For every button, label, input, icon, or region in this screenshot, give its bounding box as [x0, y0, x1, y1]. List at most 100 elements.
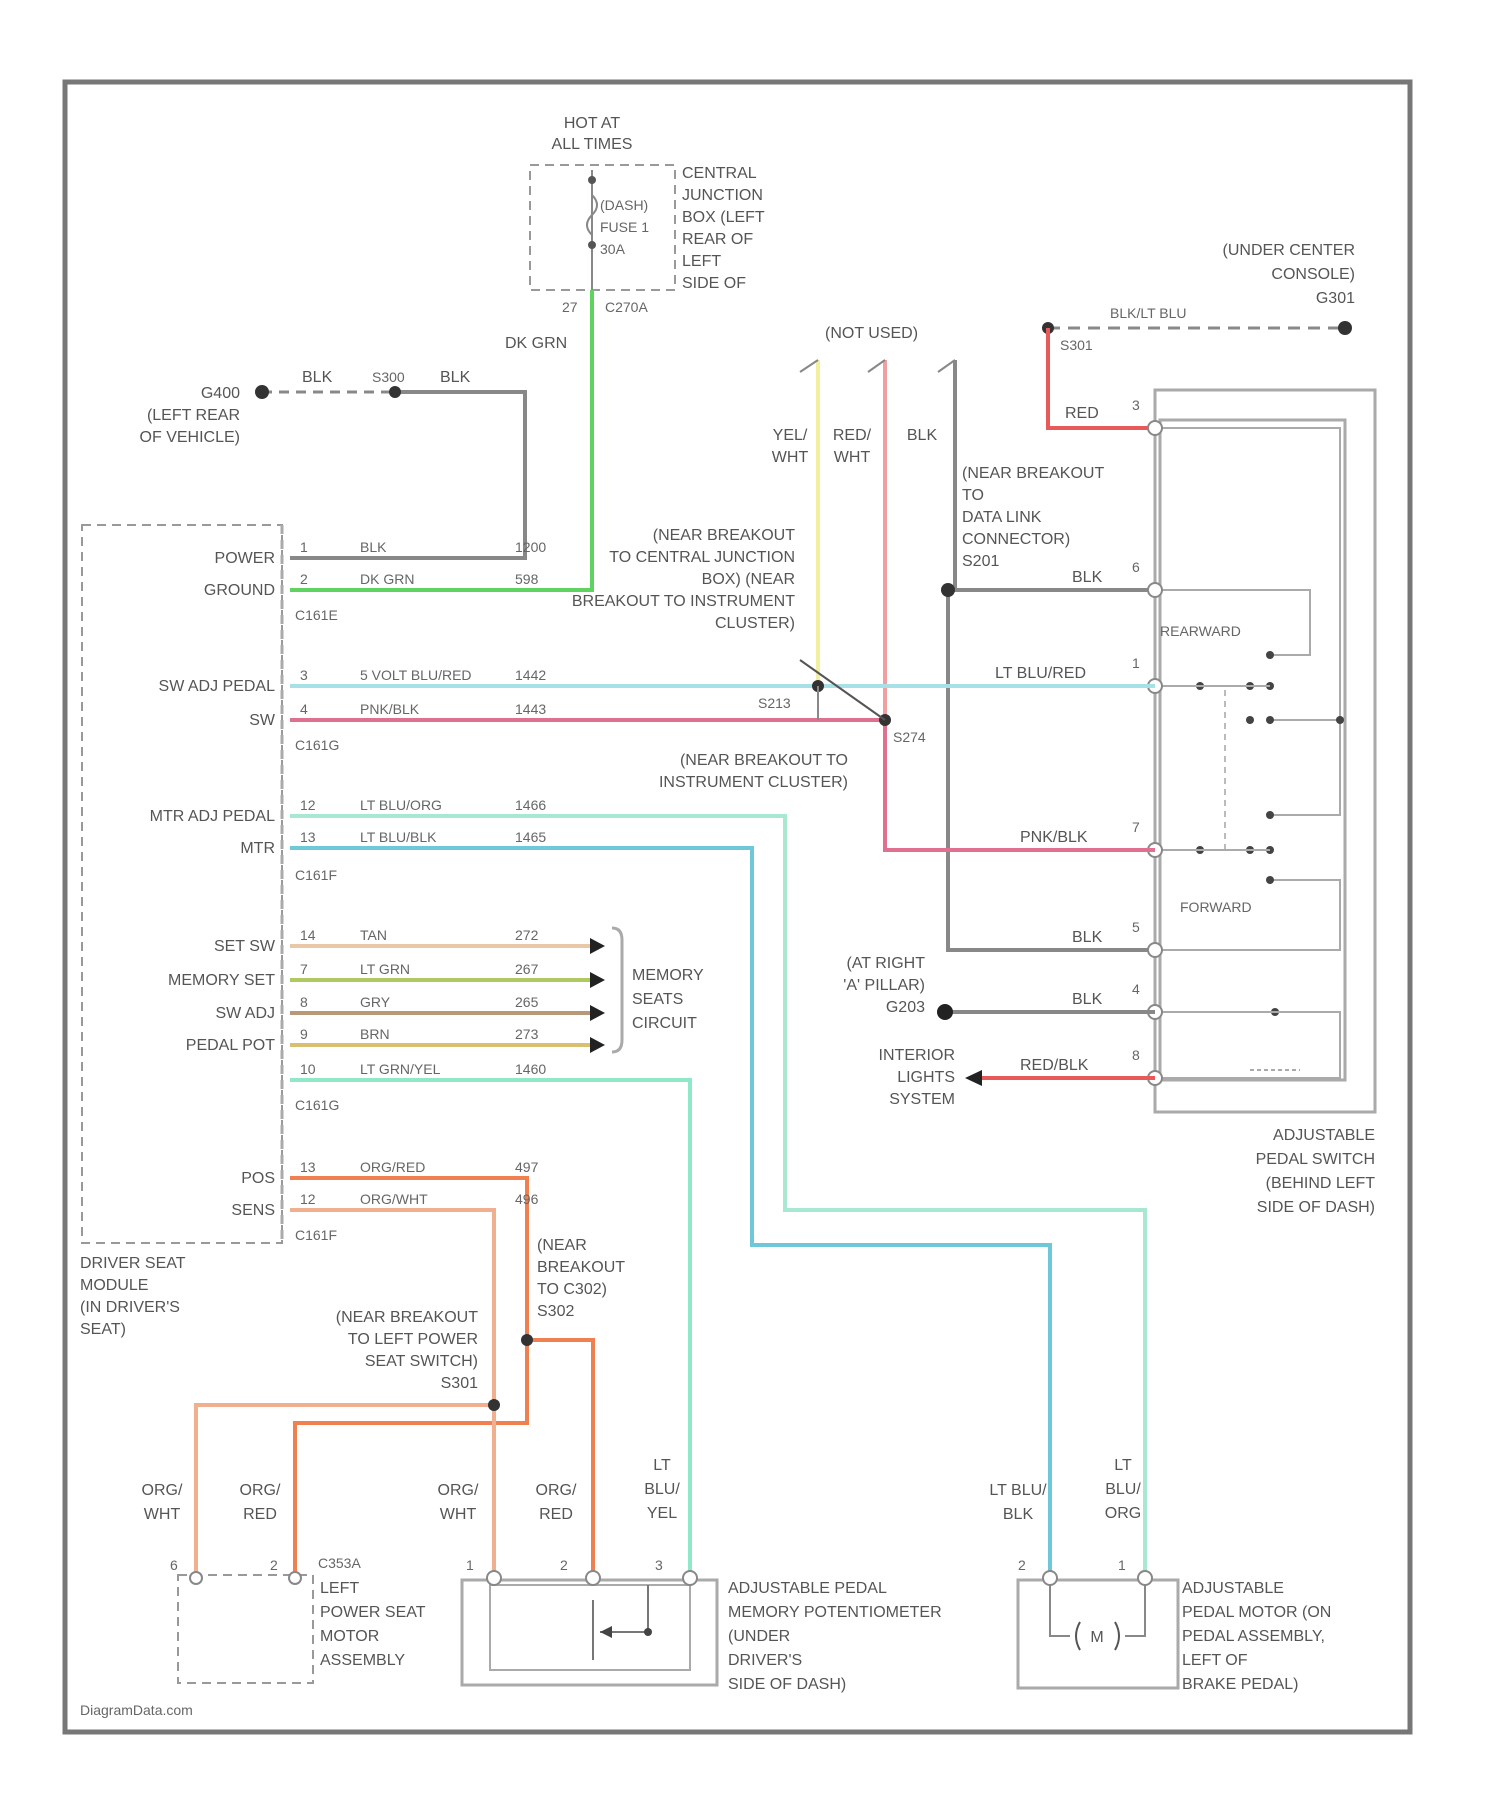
module-row-15-name: POS [241, 1170, 275, 1187]
console-wire: BLK/LT BLU [1110, 305, 1187, 321]
module-row-3-wire: 5 VOLT BLU/RED [360, 667, 472, 683]
module-row-10-circuit: 267 [515, 961, 539, 977]
pin-7: 7 [1132, 819, 1140, 835]
module-connector-14: C161G [295, 1097, 339, 1113]
adjustable-pedal-switch [1155, 390, 1375, 1112]
bottom-wire-4: LTBLU/YEL [644, 1457, 680, 1522]
module-row-7-name: MTR [240, 840, 275, 857]
seat-motor-connector: C353A [318, 1555, 361, 1571]
pin-6: 6 [1132, 559, 1140, 575]
module-row-7-circuit: 1465 [515, 829, 546, 845]
module-row-11-circuit: 265 [515, 994, 539, 1010]
seat-motor-label: LEFTPOWER SEATMOTORASSEMBLY [320, 1580, 426, 1669]
module-row-9-name: SET SW [214, 938, 276, 955]
module-row-3-pin: 3 [300, 667, 308, 683]
splice-s213: S213 [758, 695, 791, 711]
fuse-pin: 27 [562, 299, 578, 315]
pin-4: 4 [1132, 981, 1140, 997]
module-row-6-circuit: 1466 [515, 797, 546, 813]
module-connector-2: C161E [295, 607, 338, 623]
rearward-label: REARWARD [1160, 623, 1241, 639]
module-row-0-circuit: 1200 [515, 539, 546, 555]
module-row-0-name: POWER [215, 550, 275, 567]
pot-pin-1: 1 [466, 1557, 474, 1573]
module-row-6-pin: 12 [300, 797, 316, 813]
module-row-4-circuit: 1443 [515, 701, 546, 717]
motor-symbol: M [1090, 1629, 1103, 1646]
module-connector-5: C161G [295, 737, 339, 753]
module-row-16-pin: 12 [300, 1191, 316, 1207]
switch-ltblu-1: LT BLU/RED [995, 665, 1086, 682]
driver-seat-module [82, 525, 282, 1243]
motor-pin-1: 1 [1118, 1557, 1126, 1573]
fuse-connector: C270A [605, 299, 648, 315]
module-row-3-circuit: 1442 [515, 667, 546, 683]
module-row-12-name: PEDAL POT [186, 1037, 275, 1054]
module-row-13-circuit: 1460 [515, 1061, 546, 1077]
module-row-12-circuit: 273 [515, 1026, 539, 1042]
module-connector-8: C161F [295, 867, 337, 883]
module-row-15-pin: 13 [300, 1159, 316, 1175]
module-row-10-wire: LT GRN [360, 961, 410, 977]
not-used-label: (NOT USED) [825, 325, 918, 342]
wire-lt-grn-yel [290, 1080, 690, 1578]
bottom-wire-0: ORG/WHT [142, 1482, 183, 1523]
module-row-3-name: SW ADJ PEDAL [159, 678, 276, 695]
seat-motor-pin-b: 2 [270, 1557, 278, 1573]
module-row-4-wire: PNK/BLK [360, 701, 420, 717]
module-row-16-circuit: 496 [515, 1191, 539, 1207]
module-row-6-name: MTR ADJ PEDAL [150, 808, 275, 825]
module-row-4-name: SW [249, 712, 276, 729]
module-label: DRIVER SEATMODULE(IN DRIVER'SSEAT) [80, 1255, 186, 1338]
module-row-11-pin: 8 [300, 994, 308, 1010]
console-red: RED [1065, 405, 1099, 422]
module-row-1-circuit: 598 [515, 571, 539, 587]
switch-blk-5: BLK [1072, 929, 1103, 946]
module-row-1-name: GROUND [204, 582, 275, 599]
module-row-11-name: SW ADJ [215, 1005, 275, 1022]
module-row-16-name: SENS [231, 1202, 275, 1219]
module-row-13-pin: 10 [300, 1061, 316, 1077]
module-row-11-wire: GRY [360, 994, 391, 1010]
switch-blk-4: BLK [1072, 991, 1103, 1008]
motor-pin-2: 2 [1018, 1557, 1026, 1573]
splice-s274: S274 [893, 729, 926, 745]
module-row-6-wire: LT BLU/ORG [360, 797, 442, 813]
upper-wire-red: RED/WHT [833, 427, 872, 466]
g400-wire2: BLK [440, 369, 471, 386]
upper-wire-yel: YEL/WHT [772, 427, 809, 466]
console-splice: S301 [1060, 337, 1093, 353]
module-row-10-name: MEMORY SET [168, 972, 275, 989]
module-row-15-wire: ORG/RED [360, 1159, 425, 1175]
bottom-wire-5: LT BLU/BLK [989, 1482, 1047, 1523]
module-row-0-pin: 1 [300, 539, 308, 555]
switch-pnk-7: PNK/BLK [1020, 829, 1088, 846]
interior-label: INTERIORLIGHTSSYSTEM [879, 1047, 955, 1108]
module-row-16-wire: ORG/WHT [360, 1191, 428, 1207]
module-row-10-pin: 7 [300, 961, 308, 977]
module-connector-17: C161F [295, 1227, 337, 1243]
switch-blk-6: BLK [1072, 569, 1103, 586]
pot-pin-2: 2 [560, 1557, 568, 1573]
watermark: DiagramData.com [80, 1702, 193, 1718]
forward-label: FORWARD [1180, 899, 1252, 915]
module-row-1-pin: 2 [300, 571, 308, 587]
module-row-9-wire: TAN [360, 927, 387, 943]
bottom-wire-2: ORG/WHT [438, 1482, 479, 1523]
module-row-4-pin: 4 [300, 701, 308, 717]
pin-1: 1 [1132, 655, 1140, 671]
module-row-13-wire: LT GRN/YEL [360, 1061, 441, 1077]
